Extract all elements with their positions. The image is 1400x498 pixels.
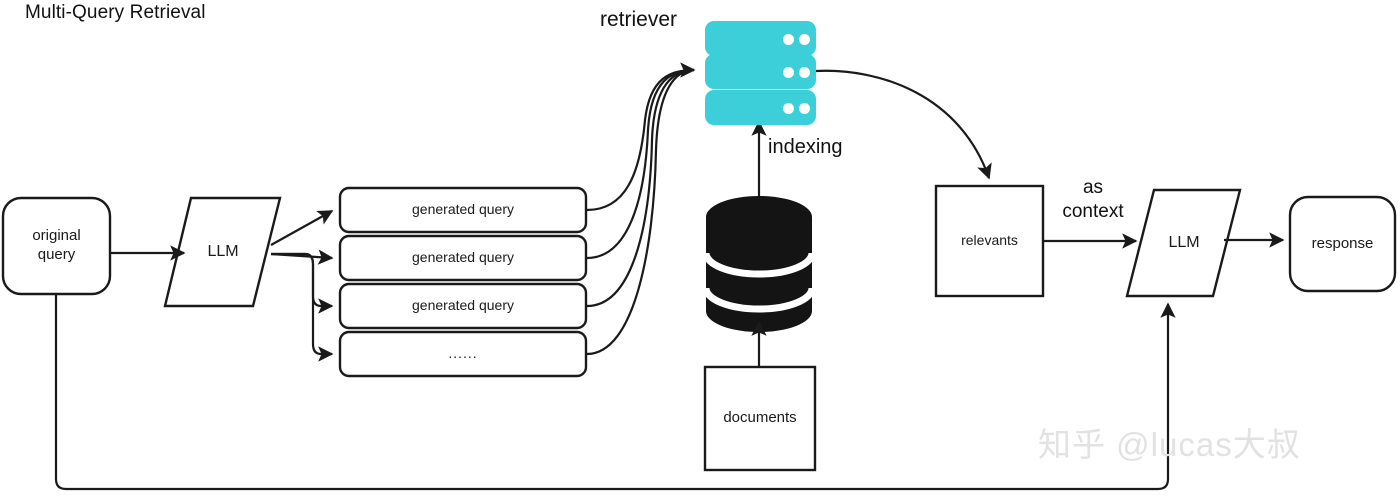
edge-llm-to-generated-1 bbox=[270, 210, 334, 246]
response-shape[interactable] bbox=[1288, 195, 1397, 293]
edge-llm-to-generated-4 bbox=[271, 252, 334, 362]
edge-originalquery-feedback-to-llm bbox=[54, 295, 1176, 491]
retriever-label: retriever bbox=[600, 8, 678, 31]
generated-query-shape-3[interactable] bbox=[338, 282, 588, 330]
generated-query-shape-2[interactable] bbox=[338, 234, 588, 282]
edge-generated-4-to-retriever bbox=[586, 62, 696, 356]
retriever-bar-2 bbox=[705, 54, 816, 89]
retriever-dot-2b bbox=[799, 67, 810, 78]
edge-llm-to-generated-3 bbox=[271, 252, 334, 314]
original-query-shape[interactable] bbox=[1, 196, 112, 296]
retriever-bar-3 bbox=[705, 90, 816, 125]
relevants-shape[interactable] bbox=[934, 184, 1045, 298]
retriever-dot-2a bbox=[783, 67, 794, 78]
retriever-bar-1 bbox=[705, 21, 816, 56]
page-title: Multi-Query Retrieval bbox=[25, 2, 206, 23]
retriever-dot-3a bbox=[783, 103, 794, 114]
llm-right-shape[interactable] bbox=[1125, 188, 1242, 298]
generated-query-shape-1[interactable] bbox=[338, 186, 588, 234]
edge-retriever-to-relevants bbox=[815, 69, 992, 180]
indexing-edge-label: indexing bbox=[768, 136, 843, 158]
retriever-dot-3b bbox=[799, 103, 810, 114]
generated-query-shape-4[interactable] bbox=[338, 330, 588, 378]
edge-generated-2-to-retriever bbox=[586, 68, 695, 260]
as-context-edge-label: as context bbox=[1062, 177, 1124, 223]
retriever-dot-1a bbox=[783, 34, 794, 45]
llm-left-shape[interactable] bbox=[163, 196, 282, 308]
retriever-dot-1b bbox=[799, 34, 810, 45]
watermark: 知乎 @lucas大叔 bbox=[1038, 426, 1301, 463]
edge-generated-1-to-retriever bbox=[586, 68, 695, 212]
edge-generated-3-to-retriever bbox=[586, 68, 695, 308]
documents-shape[interactable] bbox=[703, 365, 817, 472]
database-shape[interactable] bbox=[702, 196, 816, 332]
